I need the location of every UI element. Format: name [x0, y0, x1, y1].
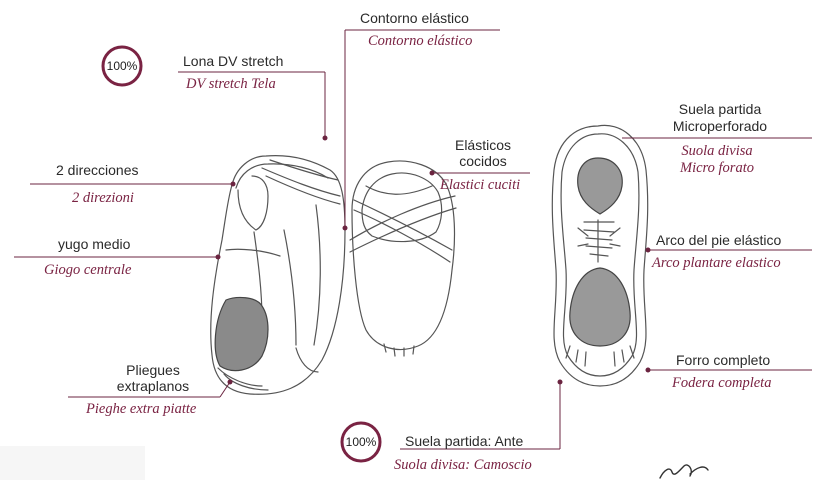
label-suela-micro-it1: Suola divisa [662, 143, 772, 160]
label-direcciones-it: 2 direzioni [72, 190, 134, 207]
label-suela-ante-es: Suela partida: Ante [405, 433, 523, 449]
sole-view-shoe [552, 125, 647, 386]
badge-top-value: 100% [100, 44, 144, 88]
label-elasticos-it: Elastici cuciti [440, 177, 520, 194]
label-pliegues-it: Pieghe extra piatte [86, 401, 196, 418]
side-view-shoe [211, 156, 345, 395]
label-forro-es: Forro completo [676, 352, 770, 368]
signature-mark [660, 465, 708, 478]
label-suela-micro-it2: Micro forato [662, 160, 772, 177]
badge-bottom-value: 100% [339, 420, 383, 464]
label-contorno-es: Contorno elástico [360, 10, 469, 26]
label-direcciones-es: 2 direcciones [56, 162, 139, 178]
label-lona-es: Lona DV stretch [183, 53, 283, 69]
label-pliegues-es2: extraplanos [108, 378, 198, 394]
label-elasticos-es2: cocidos [438, 153, 528, 169]
label-yugo-es: yugo medio [58, 236, 130, 252]
corner-patch [0, 446, 145, 480]
label-arco-it: Arco plantare elastico [652, 255, 781, 272]
label-contorno-it: Contorno elástico [368, 33, 472, 50]
label-suela-micro-es2: Microperforado [656, 118, 784, 134]
badge-bottom: 100% [339, 420, 383, 464]
label-suela-ante-it: Suola divisa: Camoscio [394, 457, 532, 474]
label-lona-it: DV stretch Tela [186, 76, 276, 93]
badge-top: 100% [100, 44, 144, 88]
label-forro-it: Fodera completa [672, 375, 771, 392]
label-arco-es: Arco del pie elástico [656, 232, 781, 248]
label-suela-micro-es1: Suela partida [660, 101, 780, 117]
label-yugo-it: Giogo centrale [44, 262, 131, 279]
label-elasticos-es1: Elásticos [438, 137, 528, 153]
label-pliegues-es1: Pliegues [108, 362, 198, 378]
